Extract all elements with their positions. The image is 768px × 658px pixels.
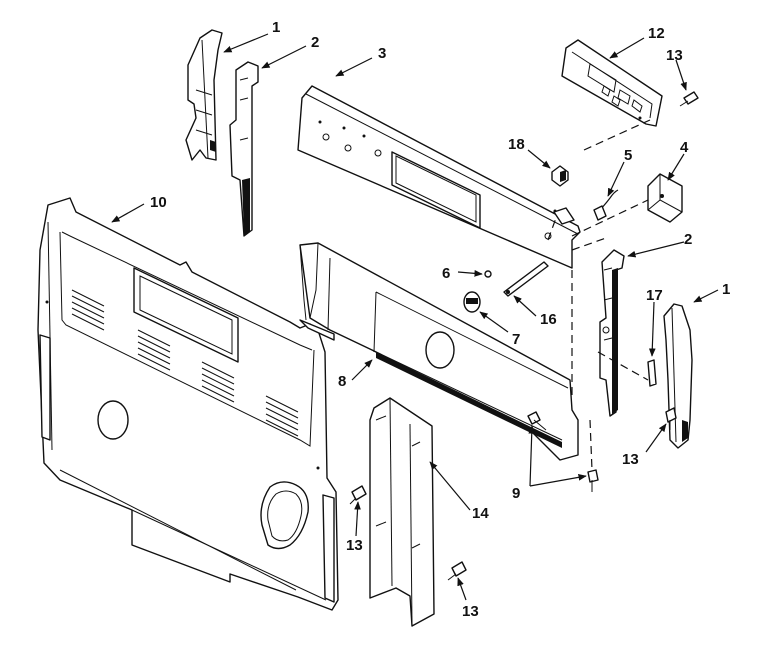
callout-1-right: 1 <box>722 281 730 298</box>
callout-10: 10 <box>150 194 167 211</box>
wire-harness-part <box>593 189 619 221</box>
callout-8: 8 <box>338 373 346 390</box>
leader-lines <box>111 33 719 601</box>
callout-2-right: 2 <box>684 231 692 248</box>
callout-1-top: 1 <box>272 19 280 36</box>
callout-12: 12 <box>648 25 665 42</box>
rod-part-16 <box>503 261 549 297</box>
lower-shield-part <box>299 242 579 461</box>
switch-part <box>551 165 569 187</box>
screw-bottom <box>447 561 467 581</box>
vent-slots <box>71 289 299 437</box>
end-cap-right-part <box>663 303 693 449</box>
callout-18: 18 <box>508 136 525 153</box>
callout-5: 5 <box>624 147 632 164</box>
rear-panel-part <box>37 197 339 611</box>
callout-13-bottom: 13 <box>462 603 479 620</box>
callout-2-top: 2 <box>311 34 319 51</box>
clock-module-part <box>561 39 663 127</box>
callout-16: 16 <box>540 311 557 328</box>
knob-part-7 <box>463 291 481 313</box>
callout-4: 4 <box>680 139 689 156</box>
callout-9: 9 <box>512 485 520 502</box>
screw-part-9b <box>587 469 599 492</box>
end-cap-left-part <box>185 29 223 161</box>
screw-part-6 <box>484 270 492 278</box>
callout-13-right: 13 <box>622 451 639 468</box>
alignment-lines <box>547 119 651 471</box>
callout-13-top: 13 <box>666 47 683 64</box>
side-bracket-lower-part <box>599 249 625 417</box>
side-bracket-upper-part <box>229 61 259 237</box>
control-panel-part <box>297 85 581 269</box>
screw-right <box>665 407 677 430</box>
callout-14: 14 <box>472 505 489 522</box>
callout-labels: 1 2 3 12 13 18 5 4 10 2 6 1 17 16 7 8 13… <box>150 19 730 620</box>
screw-left-middle <box>349 485 367 505</box>
screw-part-9a <box>527 411 547 431</box>
callout-3: 3 <box>378 45 386 62</box>
callout-6: 6 <box>442 265 450 282</box>
terminal-box-part <box>647 173 683 223</box>
clip-part-17 <box>647 359 657 387</box>
screw-upper-right <box>679 91 699 107</box>
side-panel-part <box>369 397 435 627</box>
callout-7: 7 <box>512 331 520 348</box>
callout-13-left: 13 <box>346 537 363 554</box>
callout-17: 17 <box>646 287 663 304</box>
